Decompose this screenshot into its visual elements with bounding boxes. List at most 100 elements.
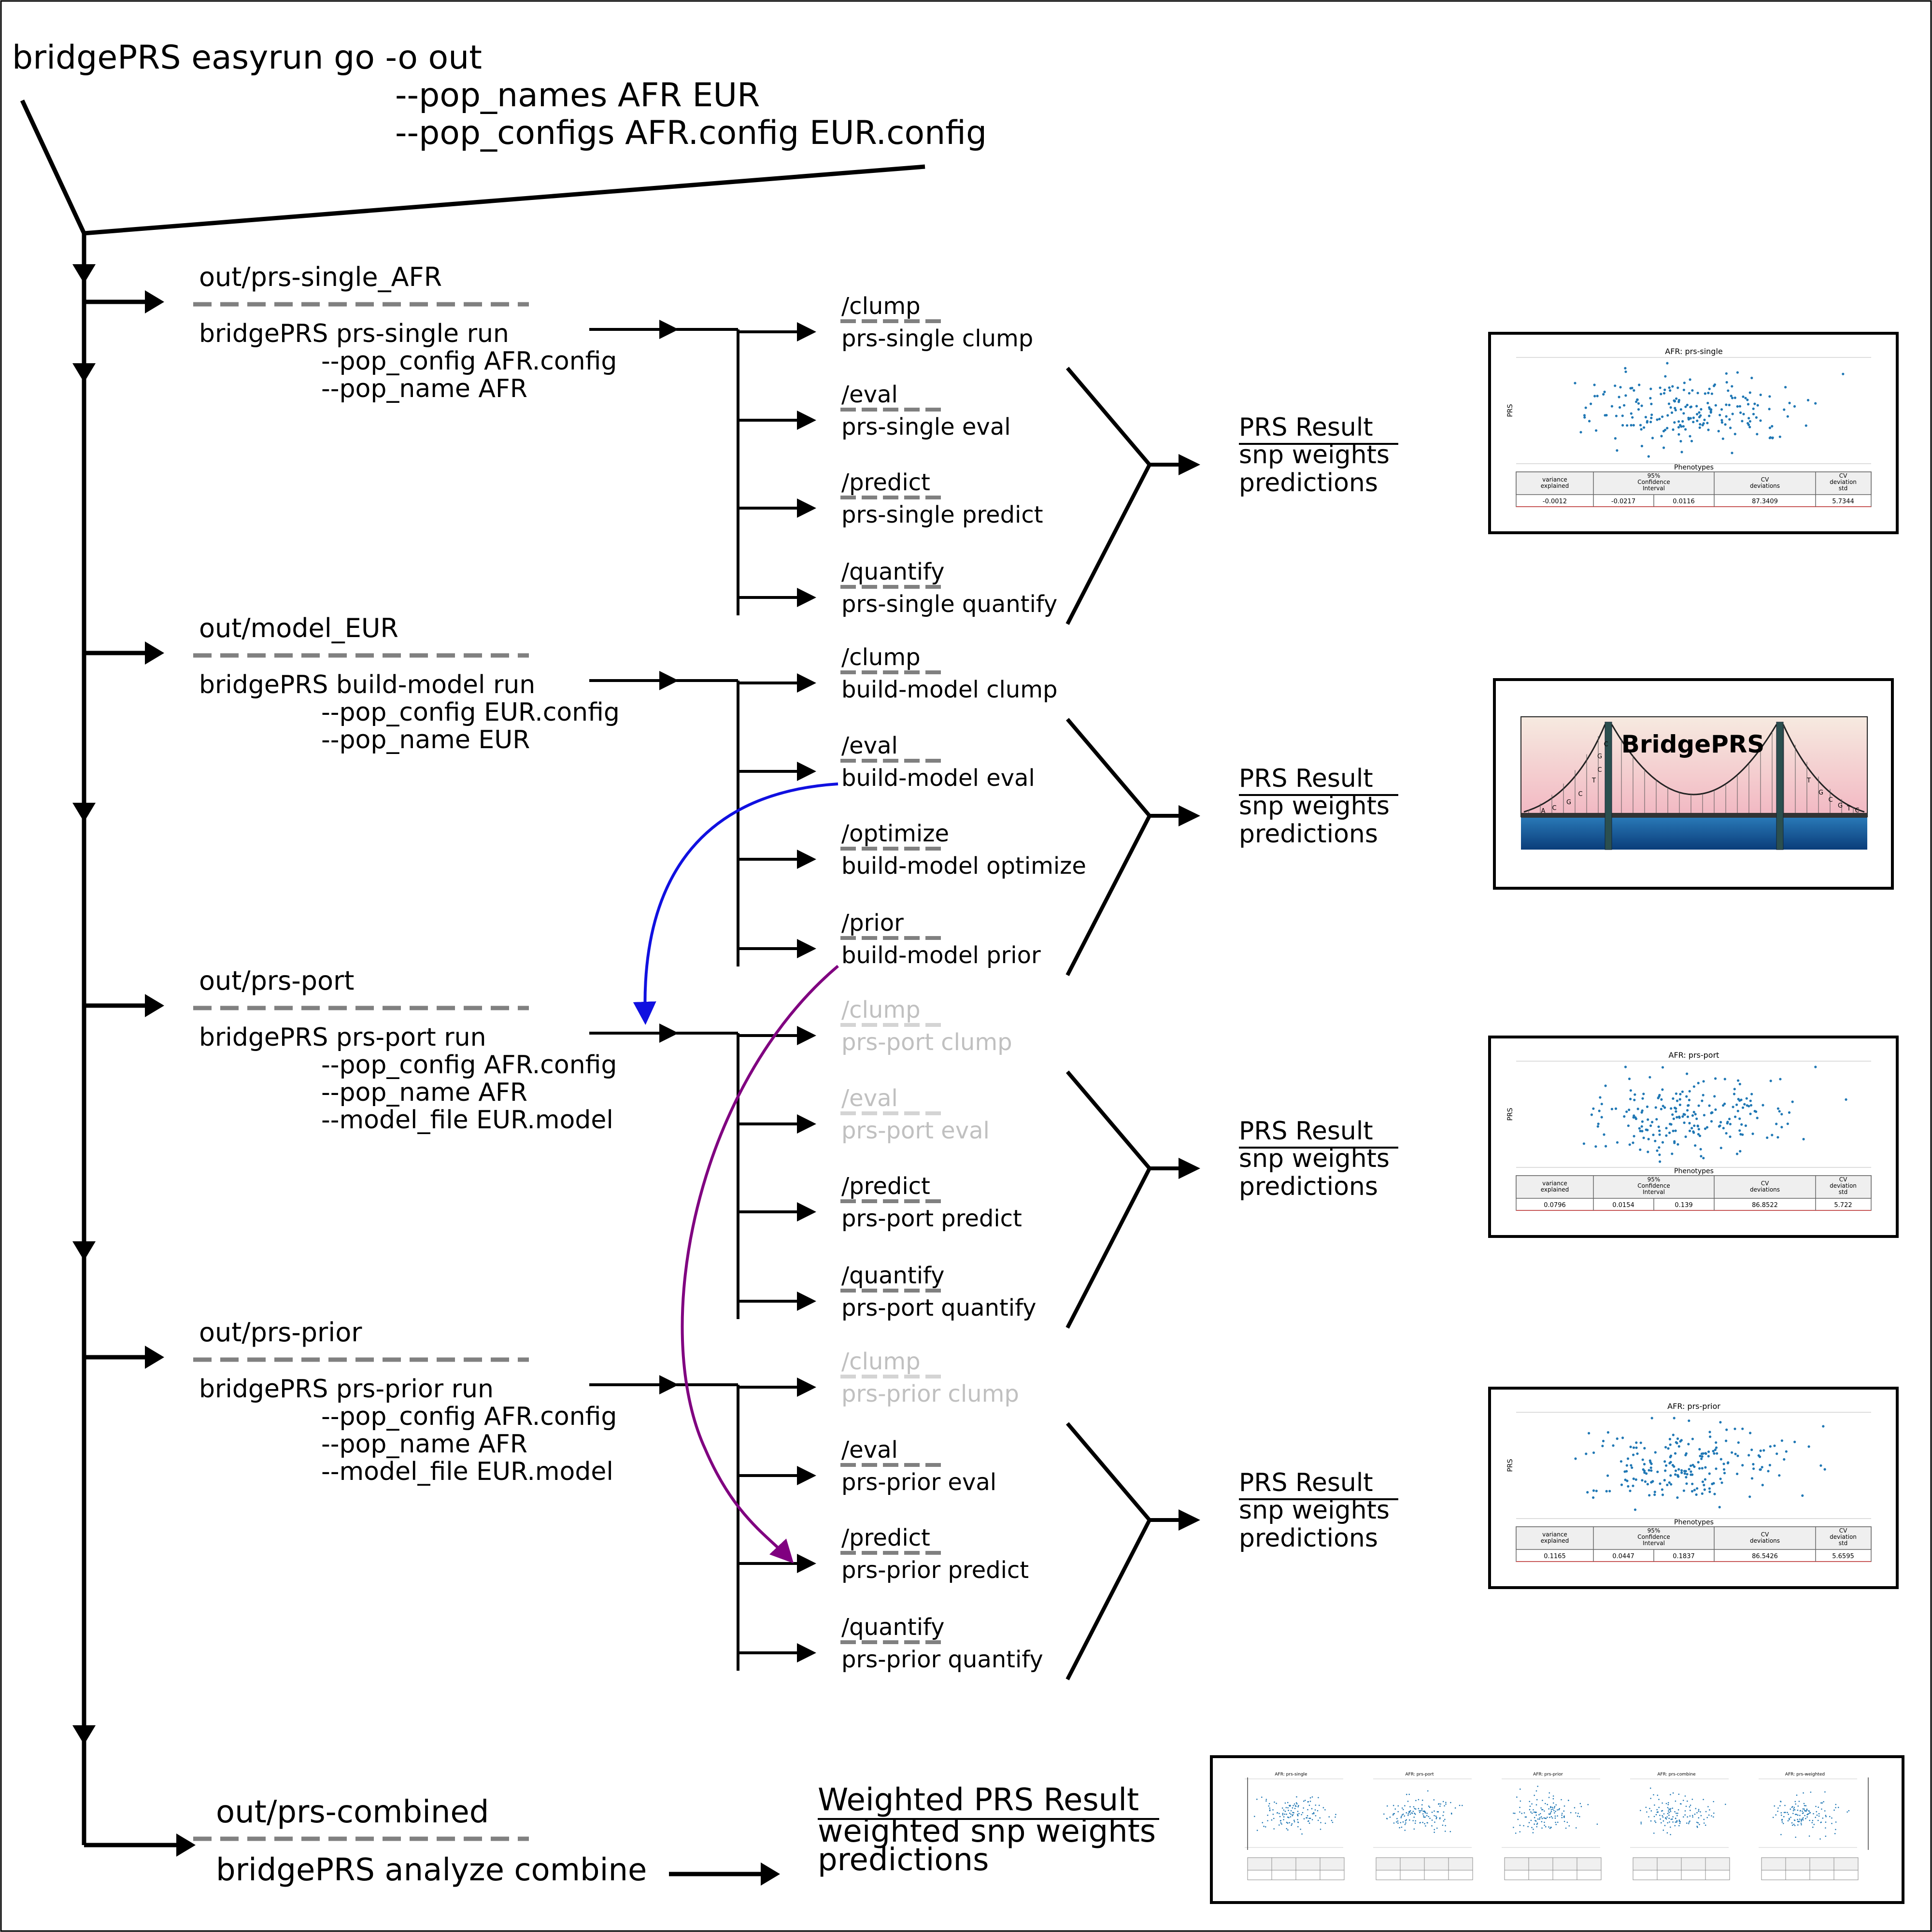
step-arrow-head [797, 1202, 816, 1222]
logo-dna-letter: G [1838, 802, 1843, 810]
section-4: out/prs-prior bridgePRS prs-prior run--po… [84, 1317, 1398, 1680]
logo-dna-letter: C [1578, 791, 1582, 798]
step-arrow-head [797, 1292, 816, 1311]
result-arrow-head [1179, 805, 1200, 826]
step-description: prs-port eval [841, 1117, 990, 1144]
combined-dir: out/prs-combined [216, 1794, 489, 1830]
step-name: /predict [841, 1173, 930, 1200]
section-command-arg: --pop_name AFR [321, 374, 527, 403]
top-command: bridgePRS easyrun go -o out --pop_names … [12, 39, 987, 152]
result-title: PRS Result [1239, 1468, 1373, 1497]
step-quantify: /quantify prs-single quantify [840, 558, 1057, 618]
thumb-title: AFR: prs-port [1669, 1051, 1719, 1060]
section-command: bridgePRS prs-single run [199, 319, 509, 348]
thumb-table-value: 0.0116 [1673, 498, 1695, 505]
step-description: prs-prior predict [841, 1557, 1029, 1584]
step-arrow-head [797, 1466, 816, 1485]
logo-dna-letter: C [1604, 741, 1608, 748]
prior-to-prs-prior-predict-arrow [681, 965, 839, 1563]
step-name: /quantify [841, 1614, 945, 1641]
step-arrow-head [797, 850, 816, 869]
section-command-arg: --pop_config AFR.config [321, 347, 617, 376]
thumb-table-value: 86.8522 [1752, 1202, 1778, 1209]
step-description: prs-port clump [841, 1029, 1012, 1056]
step-name: /predict [841, 1524, 930, 1551]
result-title: PRS Result [1239, 764, 1373, 793]
section-command: bridgePRS prs-prior run [199, 1375, 494, 1404]
step-predict: /predict prs-prior predict [840, 1524, 1029, 1584]
combined-arrow-head [176, 1833, 196, 1857]
step-arrow-head [797, 1378, 816, 1397]
step-arrow-head [797, 322, 816, 341]
step-arrow-head [797, 1026, 816, 1045]
logo-dna-letter: C [1597, 767, 1602, 774]
section-dir: out/prs-port [199, 966, 354, 996]
step-arrow-head [797, 411, 816, 430]
step-name: /clump [841, 1348, 921, 1375]
thumb-table-value: 0.0447 [1612, 1553, 1634, 1560]
step-description: prs-prior quantify [841, 1646, 1043, 1673]
thumb-table-value: 5.6595 [1832, 1553, 1854, 1560]
step-arrow-head [797, 498, 816, 518]
step-description: build-model eval [841, 765, 1035, 792]
result-title: PRS Result [1239, 413, 1373, 442]
thumb-xlabel: Phenotypes [1674, 1167, 1714, 1175]
logo-dna-letter: G [1566, 799, 1571, 806]
result-arrow-head [1179, 454, 1200, 475]
result-snp-weights: snp weights [1239, 792, 1390, 821]
section-dir: out/prs-prior [199, 1317, 362, 1348]
step-description: prs-single quantify [841, 591, 1057, 618]
step-description: prs-single eval [841, 413, 1011, 440]
thumb-table-value: 86.5426 [1752, 1553, 1778, 1560]
result-predictions: predictions [1239, 1172, 1378, 1201]
step-name: /clump [841, 293, 921, 320]
combined-result-title: Weighted PRS Result [818, 1782, 1139, 1818]
step-name: /predict [841, 469, 930, 496]
section-command: bridgePRS prs-port run [199, 1023, 486, 1052]
step-description: prs-port quantify [841, 1294, 1037, 1321]
result-predictions: predictions [1239, 820, 1378, 849]
thumb-scatter [1574, 1417, 1826, 1511]
step-arrow-head [797, 939, 816, 958]
combined-section: out/prs-combined bridgePRS analyze combi… [84, 1782, 1159, 1888]
step-description: build-model optimize [841, 852, 1086, 880]
step-arrow-head [797, 588, 816, 607]
step-description: build-model prior [841, 942, 1041, 969]
result-predictions: predictions [1239, 1524, 1378, 1553]
thumb-table-value: 5.7344 [1832, 498, 1854, 505]
section-command-arg: --pop_config EUR.config [321, 698, 620, 727]
section-command-arg: --pop_config AFR.config [321, 1402, 617, 1431]
step-name: /quantify [841, 558, 945, 585]
section-1: out/prs-single_AFR bridgePRS prs-single r… [84, 262, 1398, 625]
step-arrow-head [797, 673, 816, 693]
logo-dna-letter: C [1828, 796, 1833, 804]
section-dir: out/prs-single_AFR [199, 262, 442, 292]
thumb-title: AFR: prs-prior [1667, 1402, 1720, 1411]
step-description: prs-prior eval [841, 1469, 996, 1496]
combined-result-arrow [761, 1862, 780, 1886]
thumb-table-value: -0.0012 [1543, 498, 1567, 505]
section-command-arg: --model_file EUR.model [321, 1106, 613, 1135]
